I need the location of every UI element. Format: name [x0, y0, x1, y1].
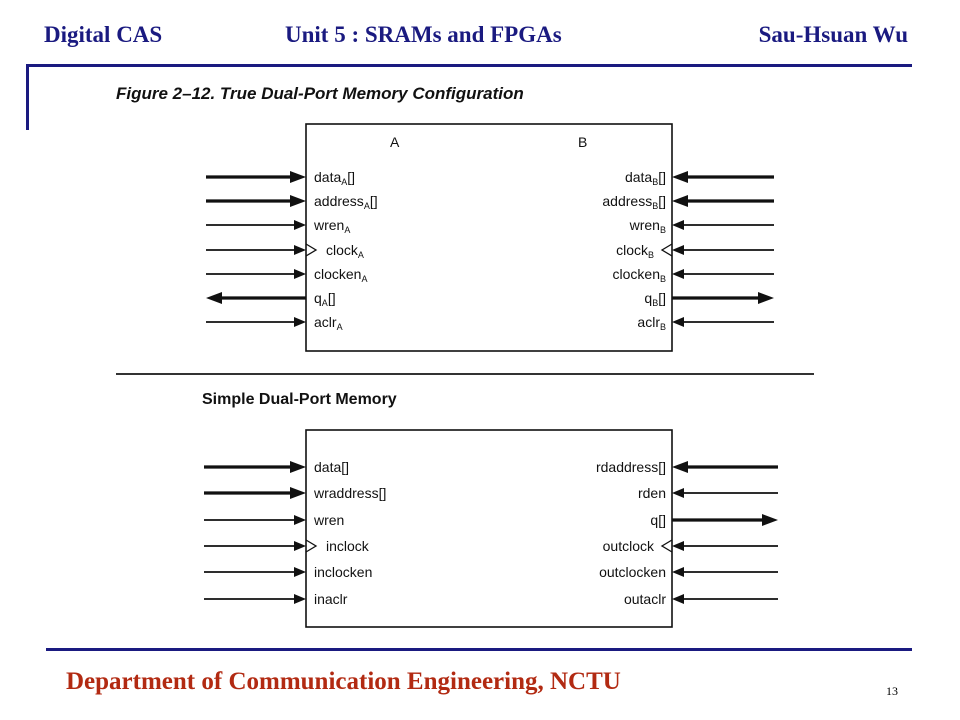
arrowhead-qb-right [758, 292, 774, 304]
header-course-title: Digital CAS [44, 22, 163, 47]
port-label-qb-right: qB[] [644, 290, 666, 308]
port-clocka-left: clockA [206, 242, 364, 260]
arrowhead-datab-right [672, 171, 688, 183]
port-dataa-left: dataA[] [206, 169, 355, 187]
port-label-clockena-left: clockenA [314, 266, 367, 284]
port-label-wrena-left: wrenA [313, 217, 350, 235]
arrowhead-aclrb-right [672, 317, 684, 327]
port-clockenb-right: clockenB [613, 266, 774, 284]
arrowhead-inclocken-left [294, 567, 306, 577]
port-wrenb-right: wrenB [629, 217, 774, 235]
port-a-label: A [390, 134, 400, 150]
port-aclrb-right: aclrB [637, 314, 774, 332]
port-label-clockenb-right: clockenB [613, 266, 666, 284]
port-label-rden-right: rden [638, 485, 666, 501]
port-label-outclocken-right: outclocken [599, 564, 666, 580]
port-qa-left: qA[] [206, 290, 336, 308]
header-rule-left-bar [26, 64, 29, 130]
clock-edge-icon [660, 539, 673, 553]
arrowhead-qa-left [206, 292, 222, 304]
arrowhead-aclra-left [294, 317, 306, 327]
port-clockb-right: clockB [616, 242, 774, 260]
port-label-wrenb-right: wrenB [629, 217, 666, 235]
port-addressa-left: addressA[] [206, 193, 378, 211]
arrowhead-dataa-left [290, 171, 306, 183]
clock-edge-icon [305, 243, 318, 257]
port-label-addressa-left: addressA[] [314, 193, 378, 211]
port-label-aclra-left: aclrA [314, 314, 343, 332]
port-label-dataa-left: dataA[] [314, 169, 355, 187]
clock-edge-icon [660, 243, 673, 257]
page-number: 13 [886, 684, 898, 698]
port-outaclr-right: outaclr [624, 591, 778, 607]
port-rden-right: rden [638, 485, 778, 501]
port-label-inaclr-left: inaclr [314, 591, 348, 607]
port-clockena-left: clockenA [206, 266, 367, 284]
port-label-outclock-right: outclock [603, 538, 655, 554]
port-label-qa-left: qA[] [314, 290, 336, 308]
port-label-q-right: q[] [650, 512, 666, 528]
port-label-inclocken-left: inclocken [314, 564, 372, 580]
port-addressb-right: addressB[] [602, 193, 774, 211]
port-outclocken-right: outclocken [599, 564, 778, 580]
header-author: Sau-Hsuan Wu [758, 22, 908, 47]
port-label-outaclr-right: outaclr [624, 591, 666, 607]
port-data-left: data[] [204, 459, 349, 475]
arrowhead-outaclr-right [672, 594, 684, 604]
arrowhead-addressa-left [290, 195, 306, 207]
port-rdaddress-right: rdaddress[] [596, 459, 778, 475]
arrowhead-inaclr-left [294, 594, 306, 604]
arrowhead-data-left [290, 461, 306, 473]
arrowhead-clockenb-right [672, 269, 684, 279]
arrowhead-outclock-right [672, 541, 684, 551]
port-inclocken-left: inclocken [204, 564, 372, 580]
arrowhead-q-right [762, 514, 778, 526]
arrowhead-clocka-left [294, 245, 306, 255]
port-label-addressb-right: addressB[] [602, 193, 666, 211]
arrowhead-wrenb-right [672, 220, 684, 230]
figure-title: Figure 2–12. True Dual-Port Memory Confi… [116, 84, 524, 103]
arrowhead-wren-left [294, 515, 306, 525]
arrowhead-outclocken-right [672, 567, 684, 577]
arrowhead-addressb-right [672, 195, 688, 207]
port-qb-right: qB[] [644, 290, 774, 308]
port-q-right: q[] [650, 512, 778, 528]
port-label-clockb-right: clockB [616, 242, 654, 260]
port-label-clocka-left: clockA [326, 242, 364, 260]
header-rule [26, 64, 912, 67]
arrowhead-rden-right [672, 488, 684, 498]
port-b-label: B [578, 134, 587, 150]
arrowhead-clockb-right [672, 245, 684, 255]
port-outclock-right: outclock [603, 538, 778, 554]
arrowhead-clockena-left [294, 269, 306, 279]
arrowhead-wraddress-left [290, 487, 306, 499]
footer-rule [46, 648, 912, 651]
port-label-wraddress-left: wraddress[] [313, 485, 386, 501]
simple-dual-port-title: Simple Dual-Port Memory [202, 391, 397, 408]
header-unit-title: Unit 5 : SRAMs and FPGAs [285, 22, 562, 47]
port-label-datab-right: dataB[] [625, 169, 666, 187]
port-signals: dataA[] addressA[] wrenA clockA clockenA qA[]… [204, 169, 778, 607]
port-label-wren-left: wren [313, 512, 344, 528]
figure-title-group: Figure 2–12. True Dual-Port Memory Confi… [116, 84, 524, 103]
clock-edge-icon [305, 539, 318, 553]
port-label-rdaddress-right: rdaddress[] [596, 459, 666, 475]
footer-department: Department of Communication Engineering,… [66, 668, 621, 695]
port-label-aclrb-right: aclrB [637, 314, 666, 332]
port-label-inclock-left: inclock [326, 538, 370, 554]
true-dual-port-block [305, 123, 673, 352]
port-inclock-left: inclock [204, 538, 370, 554]
port-wren-left: wren [204, 512, 344, 528]
arrowhead-rdaddress-right [672, 461, 688, 473]
simple-dual-port-block [305, 429, 673, 628]
arrowhead-wrena-left [294, 220, 306, 230]
port-label-data-left: data[] [314, 459, 349, 475]
port-wrena-left: wrenA [206, 217, 350, 235]
port-wraddress-left: wraddress[] [204, 485, 386, 501]
port-datab-right: dataB[] [625, 169, 774, 187]
arrowhead-inclock-left [294, 541, 306, 551]
port-inaclr-left: inaclr [204, 591, 348, 607]
port-aclra-left: aclrA [206, 314, 343, 332]
